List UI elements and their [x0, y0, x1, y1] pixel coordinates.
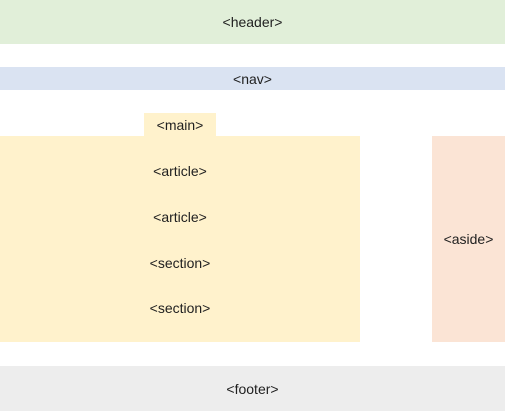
footer-block: <footer>: [0, 366, 505, 411]
article-label: <article>: [153, 163, 207, 179]
main-label-tab: <main>: [144, 113, 216, 136]
main-label: <main>: [156, 116, 204, 133]
section-label: <section>: [149, 255, 211, 271]
aside-block: <aside>: [432, 136, 505, 342]
footer-label: <footer>: [226, 380, 279, 397]
nav-block: <nav>: [0, 67, 505, 90]
main-block: <article> <article> <section> <section>: [0, 136, 360, 342]
header-label: <header>: [222, 14, 283, 30]
header-block: <header>: [0, 0, 505, 44]
article-label: <article>: [153, 209, 207, 225]
nav-label: <nav>: [233, 70, 272, 87]
section-label: <section>: [149, 300, 211, 316]
aside-label: <aside>: [443, 231, 494, 247]
